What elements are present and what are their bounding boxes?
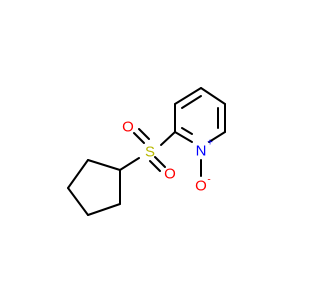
bonds	[67, 87, 226, 216]
bond-c2p-c3p	[67, 159, 89, 189]
bond-c1p-c2p	[87, 159, 121, 171]
bond-c6-n	[208, 131, 226, 143]
bond-s-o-lower-b	[154, 156, 166, 168]
bond-c4-c5	[200, 87, 226, 105]
charge-nitrogen: +	[207, 138, 213, 149]
atom-labels: S O O N + O -	[122, 119, 213, 195]
bond-s-o-upper-b	[138, 128, 150, 140]
atom-oxygen-lower: O	[164, 166, 176, 183]
canvas-background	[0, 0, 300, 300]
bond-s-o-lower-a	[149, 160, 161, 172]
bond-c3-c4-inner	[181, 95, 202, 109]
bond-s-o-upper-a	[133, 132, 145, 144]
bond-s-c1p	[119, 157, 140, 171]
bond-c3p-c4p	[67, 187, 89, 216]
molecule-structure: S O O N + O -	[0, 0, 300, 300]
atom-oxygen-upper: O	[122, 119, 134, 136]
bond-n-c2	[174, 131, 193, 143]
atom-nitrogen: N	[196, 143, 207, 160]
charge-n-oxide-oxygen: -	[207, 175, 210, 186]
bond-n-c2-inner	[181, 127, 193, 135]
bond-c4p-c5p	[87, 203, 121, 216]
atom-sulfur: S	[145, 144, 155, 161]
bond-c2-s	[160, 131, 176, 146]
bond-c3-c4	[174, 87, 202, 105]
atom-n-oxide-oxygen: O	[195, 178, 207, 195]
